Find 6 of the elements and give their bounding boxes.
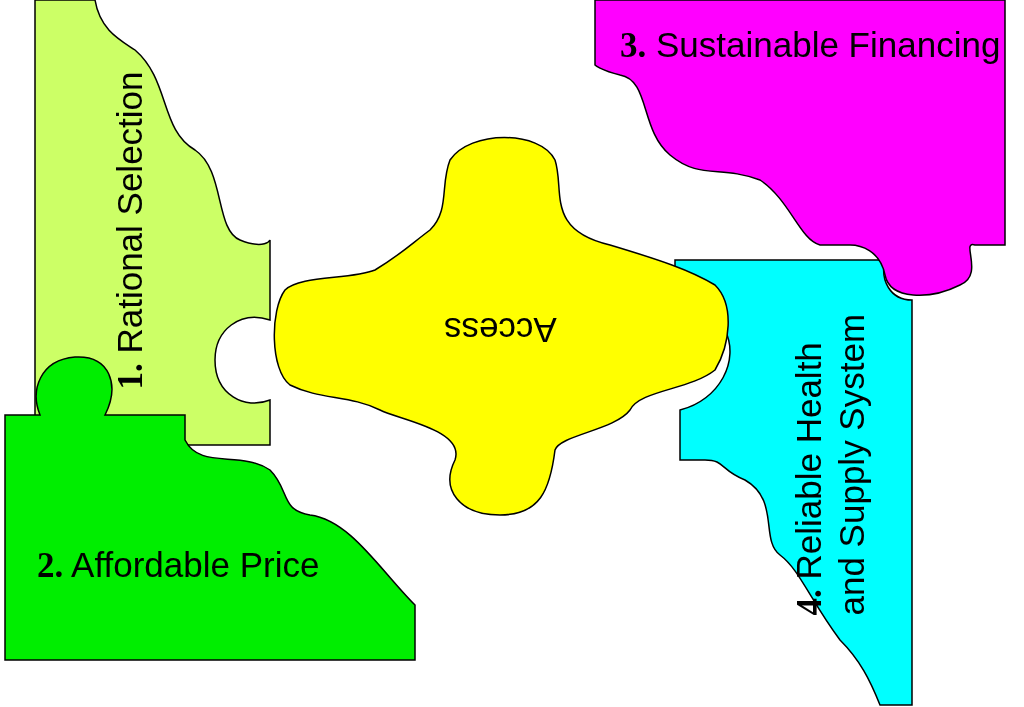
puzzle-piece [675,260,912,705]
puzzle-piece [5,355,415,660]
piece-label: 3. Sustainable Financing [620,23,1001,67]
piece-label: 1. Rational Selection [108,70,151,390]
piece-label: 2. Affordable Price [37,543,320,587]
piece-label: Access [443,310,557,351]
